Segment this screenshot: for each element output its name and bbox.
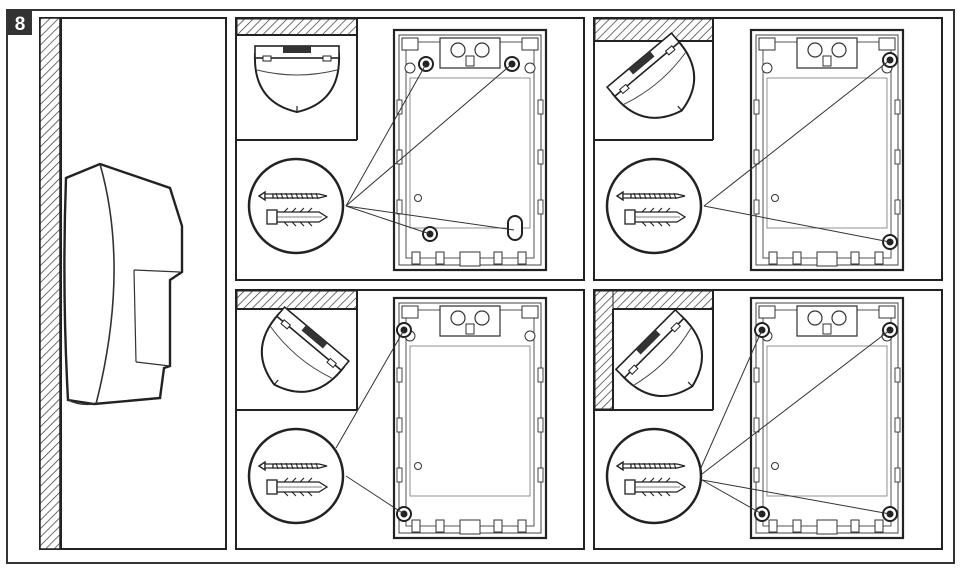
screw-and-plug-icon: [605, 157, 703, 255]
figure-number-label: 8: [15, 14, 26, 35]
leader-lines: [345, 63, 515, 235]
panel-bottom-right: [593, 289, 943, 550]
leader-lines: [703, 59, 891, 243]
wall-hatch-icon: [236, 290, 358, 310]
mounting-base-icon: [749, 28, 905, 272]
side-view-panel: [39, 17, 227, 550]
panel-top-right: [593, 17, 943, 281]
leader-lines: [699, 329, 891, 515]
panel-bottom-left: [235, 289, 585, 550]
leader-lines: [335, 329, 405, 515]
mounting-base-icon: [749, 296, 905, 540]
screw-and-plug-icon: [605, 427, 703, 525]
wall-hatch-icon: [594, 290, 614, 410]
panel-top-left: [235, 17, 585, 281]
screw-and-plug-icon: [247, 157, 345, 255]
wall-hatch-icon: [594, 18, 714, 42]
mounting-base-icon: [392, 296, 548, 540]
detector-icon: [63, 162, 184, 406]
screw-and-plug-icon: [247, 427, 345, 525]
mounting-base-icon: [392, 28, 548, 272]
figure-number-badge: 8: [8, 11, 32, 35]
wall-hatch-icon: [39, 17, 61, 550]
wall-hatch-icon: [236, 18, 358, 36]
